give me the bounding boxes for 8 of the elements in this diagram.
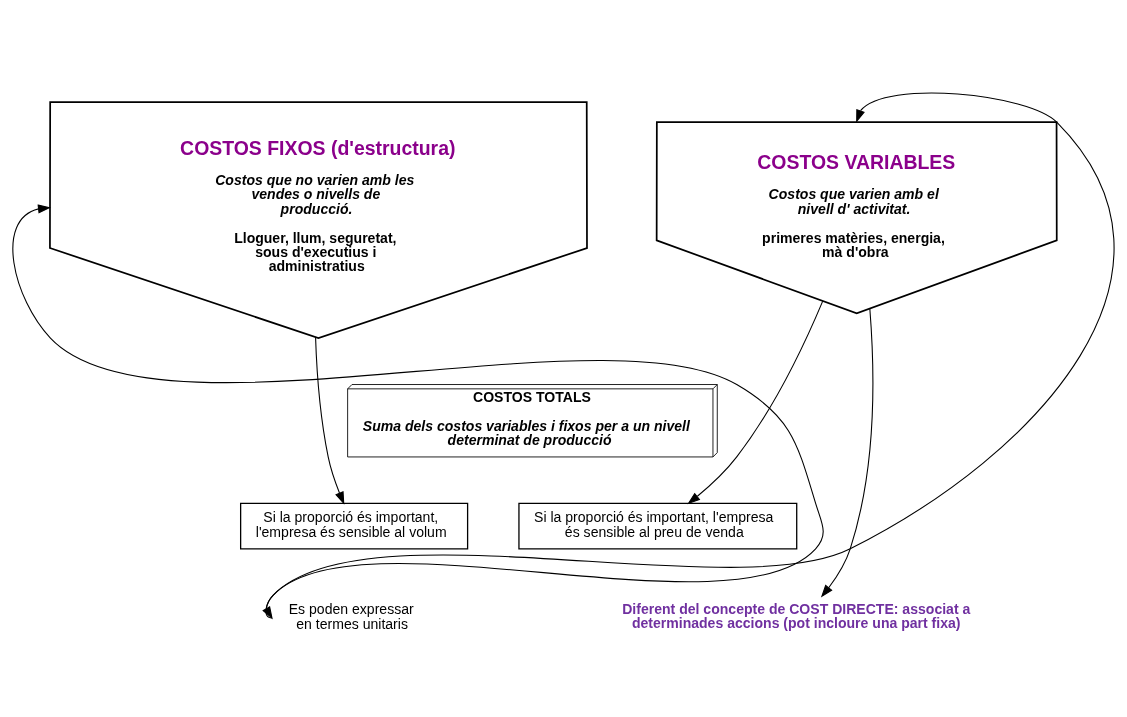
arrow bbox=[265, 91, 1115, 618]
arrow bbox=[315, 336, 345, 505]
node-text: Diferent del concepte de COST DIRECTE: associat a determinades accions (pot incloure una part fixa) bbox=[622, 600, 971, 631]
arrow bbox=[820, 307, 874, 598]
node-box: Si la proporció és important, l'empresa és sensible al volum bbox=[240, 502, 469, 549]
node-box: Si la proporció és important, l'empresa és sensible al preu de venda bbox=[518, 502, 798, 549]
node-text: Es poden expressar en termes unitaris bbox=[288, 600, 414, 632]
arrow bbox=[687, 300, 824, 504]
